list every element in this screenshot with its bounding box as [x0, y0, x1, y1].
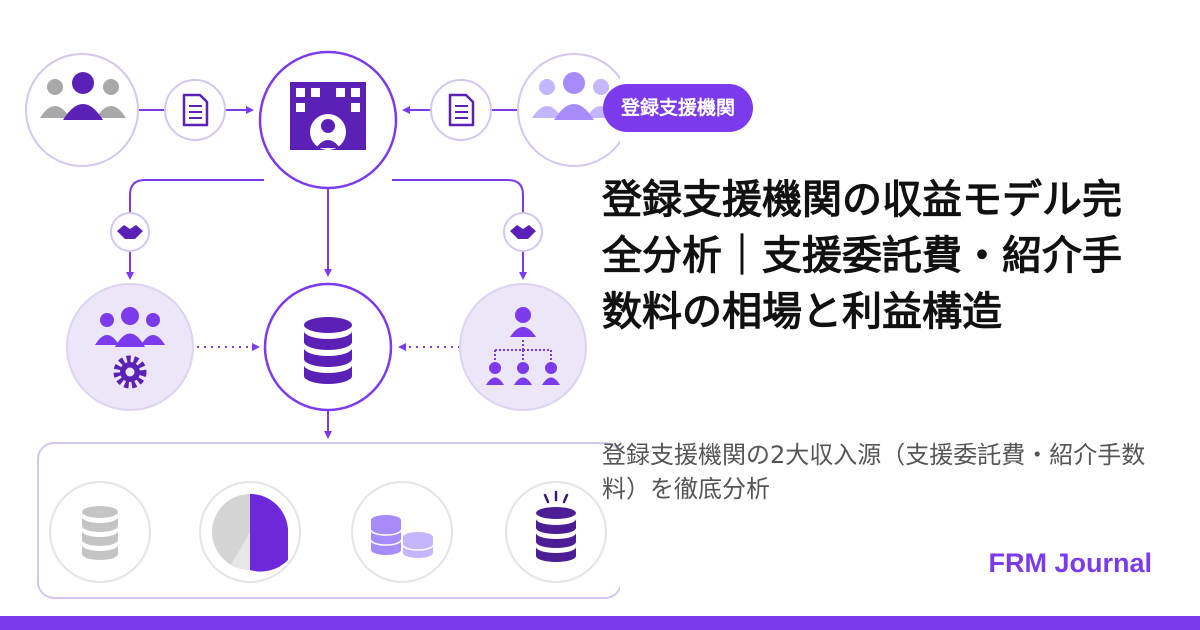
- office-building-icon: [290, 82, 366, 150]
- growth-database-node: [505, 481, 607, 583]
- handshake-icon: [117, 225, 143, 239]
- client-companies-node: [25, 53, 139, 167]
- support-team-node: [66, 283, 194, 411]
- document-icon: [182, 93, 209, 127]
- registered-support-org-node: [258, 50, 398, 190]
- category-badge: 登録支援機関: [603, 84, 754, 132]
- handshake-node-right: [503, 212, 543, 252]
- handshake-node-left: [110, 212, 150, 252]
- foreign-workers-node: [517, 53, 620, 167]
- handshake-icon: [510, 225, 536, 239]
- cost-base-node: [49, 481, 151, 583]
- team-gear-icon: [95, 307, 165, 389]
- people-group-icon: [532, 72, 616, 120]
- coin-stack-icon: [370, 515, 434, 558]
- pie-chart-icon: [212, 494, 289, 572]
- bottom-accent-bar: [0, 616, 1200, 630]
- revenue-database-node: [263, 282, 393, 412]
- people-group-icon: [40, 72, 126, 120]
- page-subtitle: 登録支援機関の2大収入源（支援委託費・紹介手数料）を徹底分析: [602, 441, 1146, 503]
- document-node-right: [430, 79, 492, 141]
- database-icon: [536, 490, 576, 562]
- database-icon: [304, 317, 352, 384]
- profit-coins-node: [351, 481, 453, 583]
- page-title: 登録支援機関の収益モデル完全分析｜支援委託費・紹介手数料の相場と利益構造: [602, 177, 1122, 335]
- database-icon: [82, 506, 118, 560]
- document-node-left: [164, 79, 226, 141]
- revenue-flow-diagram: [25, 50, 620, 599]
- document-icon: [448, 93, 475, 127]
- revenue-split-node: [199, 481, 301, 583]
- org-hierarchy-icon: [486, 307, 560, 385]
- placement-hierarchy-node: [459, 283, 587, 411]
- brand-name: FRM Journal: [988, 548, 1152, 578]
- revenue-process-panel: [37, 442, 620, 599]
